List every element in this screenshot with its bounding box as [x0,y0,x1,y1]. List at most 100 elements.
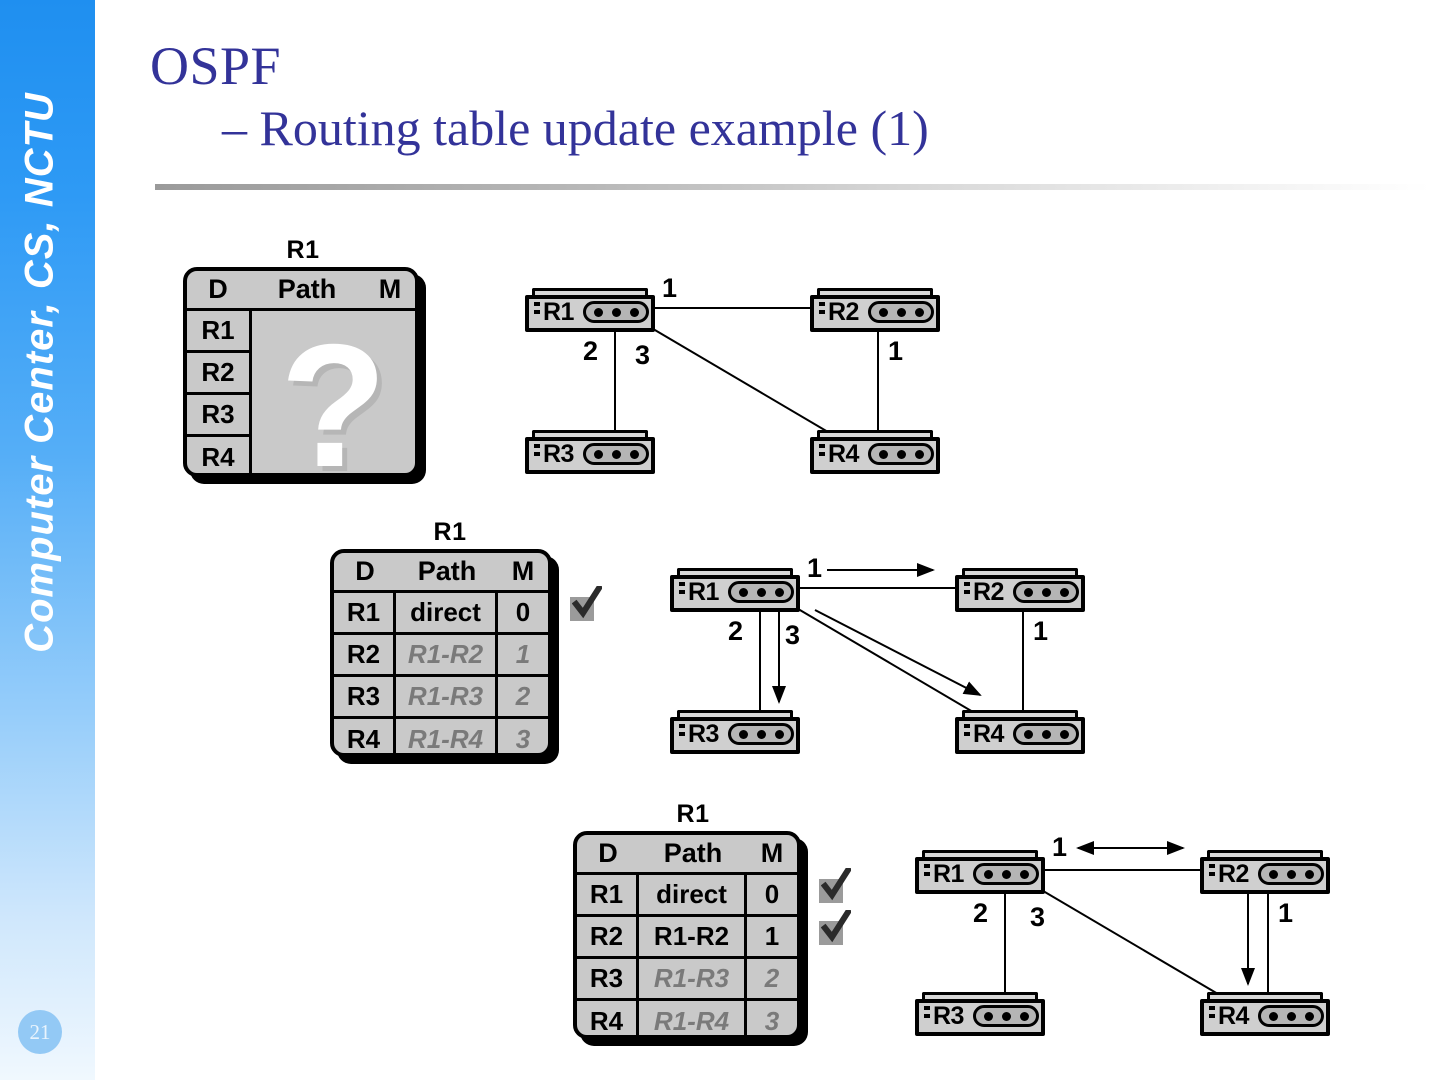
router-vents-icon [1209,864,1215,886]
router-r4: R4 [1200,992,1330,1036]
header-destination: D [598,838,618,868]
cell-destination: R3 [334,677,396,716]
title-line-1: OSPF [150,36,282,96]
router-ports-icon [728,723,794,745]
routing-table-1-caption: R1 [286,236,320,264]
router-vents-icon [534,302,540,324]
table-row: R4 [201,442,235,472]
title-divider [155,184,1430,190]
routing-table-1: R1 D Path M R1 R2 R3 [183,236,423,477]
router-label: R1 [543,298,574,326]
routing-table-3: R1 D Path M R1 direct 0 R2 R1-R2 1 R3 R1… [573,800,851,1039]
table-row: R2 R1-R2 1 [577,917,797,959]
router-vents-icon [679,582,685,604]
cell-path: R1-R4 [639,1001,747,1035]
table-row: R4 R1-R4 3 [577,1001,797,1036]
table-row: R1 [201,315,235,345]
network-diagram-3: R1 R2 R3 R4 1 2 3 1 [900,832,1340,1042]
router-ports-icon [583,443,649,465]
router-lid [817,288,933,298]
diagram-3-links [1004,841,1269,1010]
router-r2: R2 [1200,850,1330,894]
link-cost-r1-r2: 1 [807,553,823,583]
router-vents-icon [924,1006,930,1028]
cell-metric: 3 [515,724,531,754]
router-vents-icon [964,724,970,746]
router-ports-icon [868,301,934,323]
cell-destination: R4 [334,719,396,753]
network-diagram-2: R1 R2 R3 R4 1 2 3 1 [655,550,1095,760]
router-lid [817,430,933,440]
router-label: R3 [543,440,574,468]
header-metric: M [760,838,784,868]
router-r1: R1 [670,568,800,612]
cell-path: R1-R2 [396,635,498,674]
router-label: R4 [973,720,1004,748]
router-ports-icon [1013,581,1079,603]
router-r4: R4 [810,430,940,474]
cell-metric: 0 [764,879,780,909]
routing-table-2: R1 D Path M R1 direct 0 R2 R1-R2 1 R3 R1… [330,518,602,757]
router-ports-icon [1258,863,1324,885]
link-cost-r1-r2: 1 [662,273,678,303]
router-label: R1 [688,578,719,606]
routing-table-3-header: D Path M [577,835,797,875]
title-line-2: – Routing table update example (1) [222,99,929,156]
router-r3: R3 [915,992,1045,1036]
cell-destination: R3 [577,959,639,998]
router-r2: R2 [810,288,940,332]
router-vents-icon [1209,1006,1215,1028]
cell-destination: R1 [334,593,396,632]
routing-table-3-caption: R1 [676,800,710,828]
link-cost-r1-r3: 2 [583,336,599,366]
router-label: R1 [933,860,964,888]
link-cost-r2-r4: 1 [1033,616,1049,646]
routing-table-1-header: D Path M [187,271,415,311]
check-icon-row-r2 [819,910,851,948]
link-cost-r1-r3: 2 [973,898,989,928]
link-cost-r1-r4: 3 [785,620,801,650]
router-label: R3 [688,720,719,748]
cell-metric: 0 [515,597,531,627]
table-row: R3 R1-R3 2 [334,677,548,719]
router-vents-icon [679,724,685,746]
router-label: R4 [1218,1002,1249,1030]
page-number-badge: 21 [18,1010,62,1054]
routing-table-2-caption: R1 [433,518,467,546]
router-vents-icon [819,444,825,466]
header-metric: M [511,556,535,586]
table-row: R4 R1-R4 3 [334,719,548,754]
router-r3: R3 [670,710,800,754]
router-vents-icon [819,302,825,324]
router-lid [1207,992,1323,1002]
header-path: Path [277,274,337,304]
diagram-1-links [614,307,879,448]
router-lid [1207,850,1323,860]
router-label: R2 [973,578,1004,606]
header-destination: D [208,274,228,304]
cell-metric: 3 [764,1006,780,1036]
check-icon-row-r1 [819,868,851,906]
table-row: R1 direct 0 [577,875,797,917]
cell-metric: 1 [515,639,531,669]
routing-table-2-header: D Path M [334,553,548,593]
router-label: R3 [933,1002,964,1030]
cell-path: R1-R2 [639,917,747,956]
router-lid [532,288,648,298]
cell-path: direct [639,875,747,914]
router-lid [922,850,1038,860]
router-r3: R3 [525,430,655,474]
sidebar: Computer Center, CS, NCTU 21 [0,0,95,1080]
link-cost-r1-r4: 3 [1030,902,1046,932]
router-vents-icon [924,864,930,886]
cell-destination: R1 [577,875,639,914]
router-lid [677,710,793,720]
cell-destination: R2 [334,635,396,674]
diagram-2-links [759,563,1024,728]
router-ports-icon [973,863,1039,885]
cell-metric: 2 [515,681,531,711]
link-cost-r2-r4: 1 [1278,898,1294,928]
link-cost-r1-r4: 3 [635,340,651,370]
table-row: R2 R1-R2 1 [334,635,548,677]
